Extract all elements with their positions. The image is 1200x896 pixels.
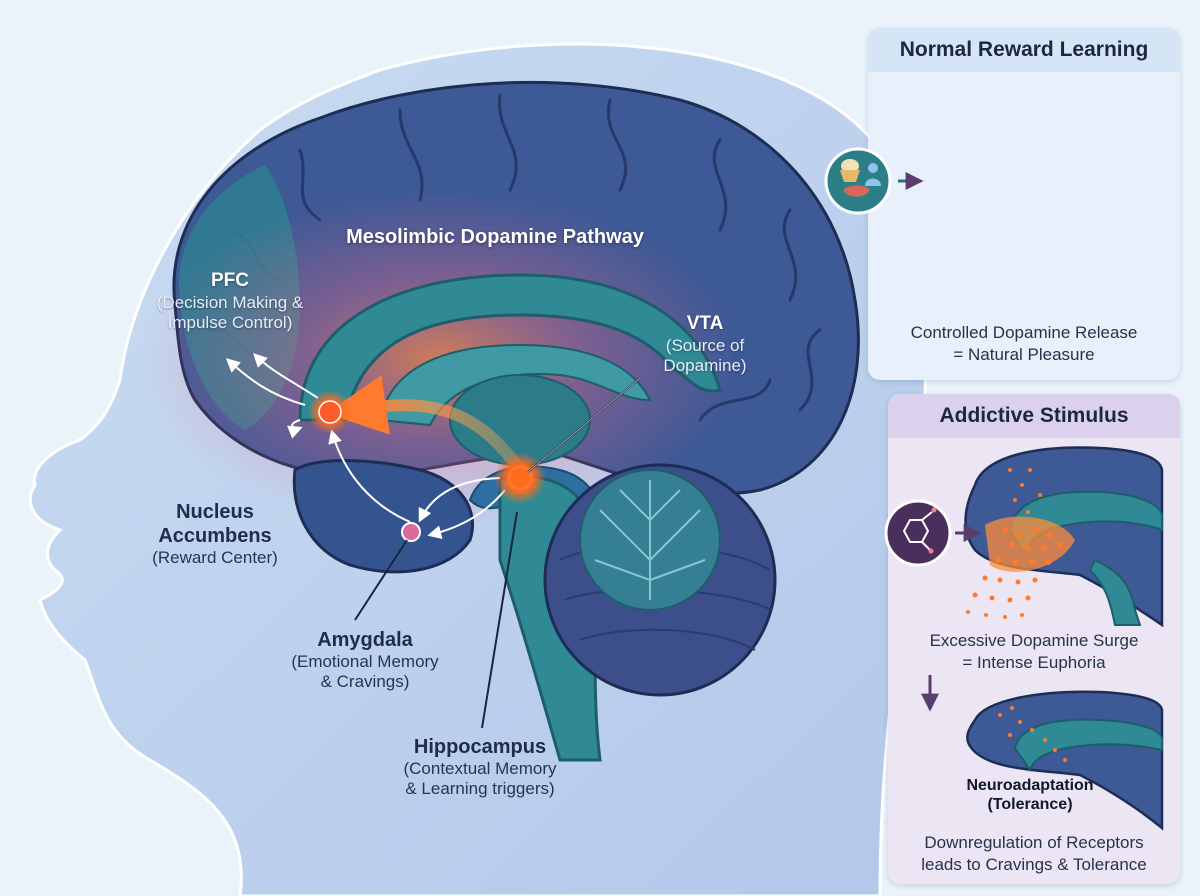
hippocampus-label: Hippocampus (Contextual Memory & Learnin…: [365, 735, 595, 800]
downregulation-caption: Downregulation of Receptors leads to Cra…: [888, 832, 1180, 876]
nucleus-accumbens-title-line1: Nucleus: [176, 501, 254, 523]
neuroadaptation-label: Neuroadaptation (Tolerance): [950, 776, 1110, 814]
downregulation-line1: Downregulation of Receptors: [924, 833, 1144, 852]
amygdala-node: [401, 522, 421, 542]
pfc-label: PFC (Decision Making & Impulse Control): [140, 270, 320, 334]
pfc-subtitle-line1: (Decision Making &: [156, 292, 304, 312]
pfc-title: PFC: [211, 270, 249, 291]
limbic-arc: [298, 273, 722, 422]
normal-reward-title: Normal Reward Learning: [868, 28, 1180, 72]
neuroadaptation-line1: Neuroadaptation: [966, 777, 1094, 794]
amygdala-label: Amygdala (Emotional Memory & Cravings): [265, 628, 465, 693]
normal-reward-panel: Normal Reward Learning Controlled Dopami…: [868, 28, 1180, 380]
addictive-caption: Excessive Dopamine Surge = Intense Eupho…: [888, 630, 1180, 674]
vta-title: VTA: [686, 313, 724, 334]
normal-reward-caption: Controlled Dopamine Release = Natural Pl…: [868, 322, 1180, 366]
hippocampus-title: Hippocampus: [413, 736, 547, 758]
nucleus-accumbens-title-line2: Accumbens: [158, 525, 272, 547]
pfc-subtitle-line2: Impulse Control): [167, 313, 293, 333]
amygdala-title: Amygdala: [317, 629, 413, 651]
addictive-caption-line1: Excessive Dopamine Surge: [929, 631, 1139, 650]
nucleus-accumbens-subtitle: (Reward Center): [152, 548, 278, 567]
downregulation-line2: leads to Cravings & Tolerance: [921, 855, 1147, 875]
pathway-title: Mesolimbic Dopamine Pathway: [346, 226, 644, 248]
amygdala-subtitle-line2: & Cravings): [320, 672, 410, 692]
hippocampus-subtitle-line2: & Learning triggers): [405, 779, 555, 799]
addictive-stimulus-title: Addictive Stimulus: [888, 394, 1180, 438]
neuroadaptation-line2: (Tolerance): [987, 796, 1073, 814]
normal-caption-line1: Controlled Dopamine Release: [910, 323, 1138, 342]
normal-caption-line2: = Natural Pleasure: [953, 345, 1095, 365]
temporal-lobe: [292, 459, 475, 574]
addictive-caption-line2: = Intense Euphoria: [962, 653, 1106, 673]
vta-subtitle-line2: Dopamine): [663, 356, 747, 376]
dopamine-beam: [326, 375, 526, 476]
nucleus-accumbens-label: Nucleus Accumbens (Reward Center): [120, 500, 310, 568]
vta-subtitle-line1: (Source of: [665, 335, 745, 355]
hippocampus-subtitle-line1: (Contextual Memory: [403, 759, 557, 778]
amygdala-subtitle-line1: (Emotional Memory: [291, 652, 439, 671]
vta-label: VTA (Source of Dopamine): [630, 313, 780, 377]
